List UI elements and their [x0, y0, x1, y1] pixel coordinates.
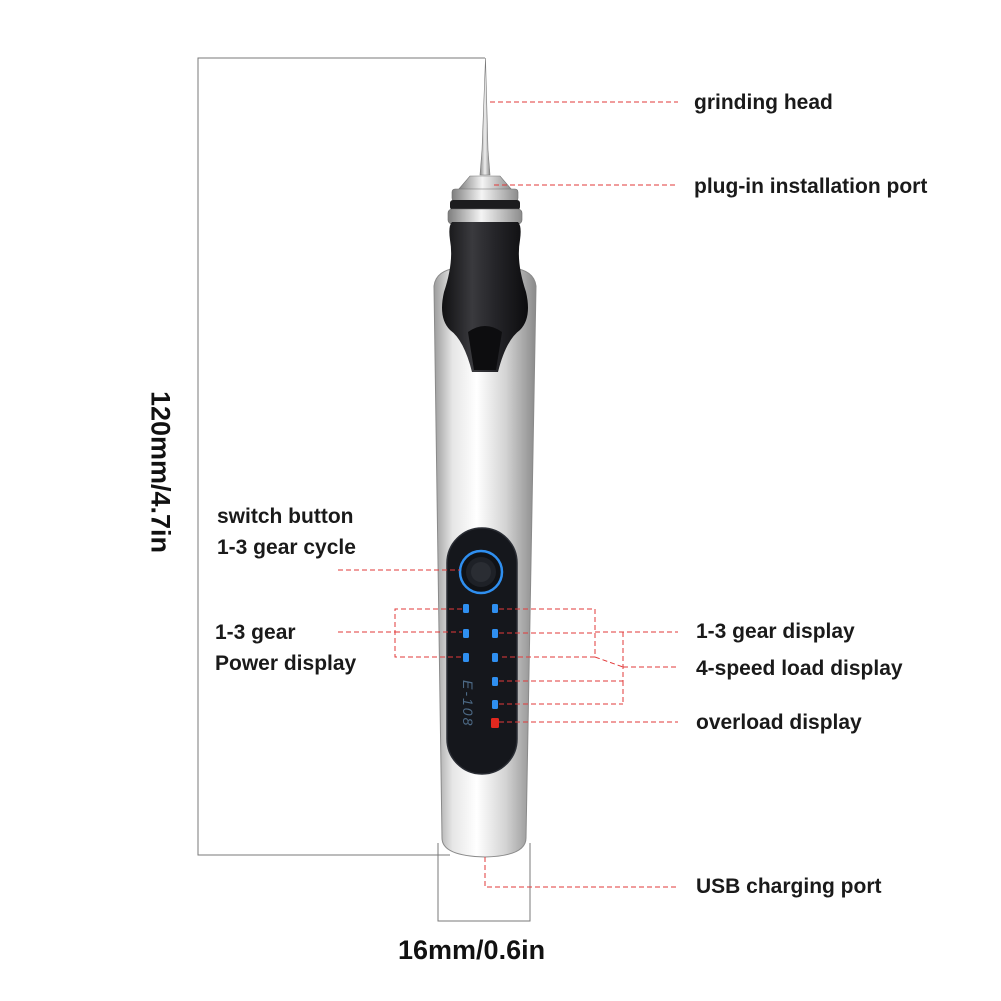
load-led: [492, 653, 498, 662]
power-led: [463, 653, 469, 662]
power-led: [463, 604, 469, 613]
label-usb-port: USB charging port: [696, 875, 882, 898]
chuck-ring-band: [450, 200, 520, 210]
label-grinding-head: grinding head: [694, 91, 833, 114]
label-overload-display: overload display: [696, 711, 862, 734]
power-led: [463, 629, 469, 638]
label-gear-display: 1-3 gear display: [696, 620, 855, 643]
switch-button-icon[interactable]: [458, 549, 504, 595]
rubber-grip: [442, 222, 528, 372]
load-led: [492, 604, 498, 613]
control-panel: [446, 527, 518, 775]
overload-led: [491, 718, 499, 728]
grinding-needle: [479, 57, 491, 176]
load-led: [492, 629, 498, 638]
leader-gear-bracket: [499, 608, 596, 658]
label-gear-cycle: 1-3 gear cycle: [217, 536, 356, 559]
chuck-ring-lower: [447, 208, 523, 225]
load-led: [492, 700, 498, 709]
leader-usb-port: [484, 857, 678, 888]
model-marking: E-108: [460, 680, 476, 727]
label-install-port: plug-in installation port: [694, 175, 928, 198]
height-dimension-guide: [197, 57, 485, 856]
leader-lines: [338, 101, 678, 888]
label-switch-button: switch button: [217, 505, 354, 528]
leader-power-bracket: [394, 608, 462, 658]
load-led: [492, 677, 498, 686]
label-power-gear: 1-3 gear: [215, 621, 296, 644]
chuck-collet: [457, 175, 513, 191]
width-dimension-guide: [437, 843, 531, 922]
width-dimension-label: 16mm/0.6in: [398, 935, 546, 965]
grip-notch: [468, 326, 502, 370]
label-power-display: Power display: [215, 652, 357, 675]
chuck-ring-upper: [451, 188, 519, 202]
power-led-column: [463, 604, 469, 662]
load-led-column: [492, 604, 498, 709]
label-load-display: 4-speed load display: [696, 657, 903, 680]
height-dimension-label: 120mm/4.7in: [145, 390, 176, 554]
